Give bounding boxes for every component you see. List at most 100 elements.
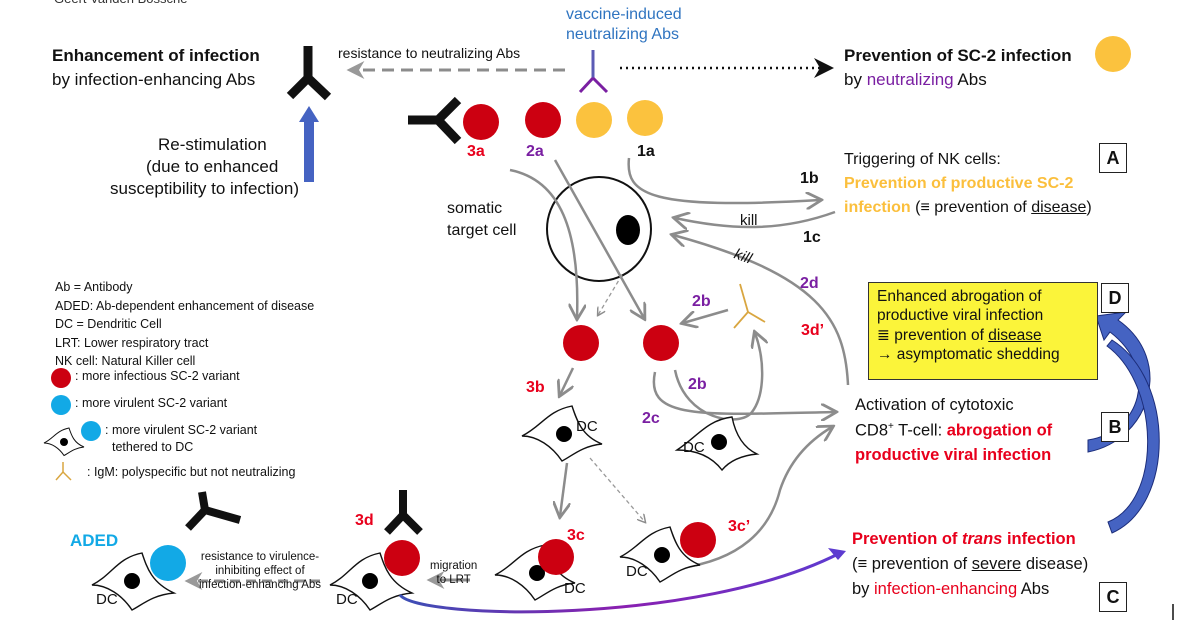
- restim-line-1: Re-stimulation: [158, 135, 267, 154]
- virion-3a: [463, 104, 499, 140]
- igm-icon: [733, 283, 766, 329]
- legend-igm: : IgM: polyspecific but not neutralizing: [87, 465, 296, 479]
- legend-infectious-icon: [51, 368, 71, 388]
- restimulation-arrow: [299, 106, 319, 182]
- dashed-arrow-cell: [598, 274, 623, 315]
- dc-aded: [91, 552, 177, 611]
- label-2b-top: 2b: [692, 293, 711, 310]
- arrow-2a: [553, 159, 644, 318]
- legend: Ab = Antibody ADED: Ab-dependent enhance…: [55, 278, 314, 371]
- panel-b-line-3: productive viral infection: [855, 446, 1052, 464]
- label-2d: 2d: [800, 275, 819, 292]
- restim-line-3: susceptibility to infection): [110, 179, 299, 198]
- virion-2b: [643, 325, 679, 361]
- virion-3c: [538, 539, 574, 575]
- virion-wt-1: [576, 102, 612, 138]
- dc-2c: [674, 416, 760, 472]
- dc-label-3b: DC: [576, 418, 598, 435]
- sideways-antibody-icon: [408, 96, 462, 145]
- label-2a: 2a: [526, 143, 544, 160]
- legend-tethered-2: tethered to DC: [112, 440, 194, 454]
- label-2b-bottom: 2b: [688, 376, 707, 393]
- legend-item: LRT: Lower respiratory tract: [55, 335, 209, 350]
- arrow-3c-prime: [679, 427, 832, 570]
- panel-b-line-2: CD8+ T-cell: abrogation of: [855, 421, 1053, 440]
- label-3d-prime: 3d’: [801, 322, 825, 339]
- dc-3d: [329, 552, 415, 611]
- virion-3b: [563, 325, 599, 361]
- dc-label-3d: DC: [336, 591, 358, 608]
- resistance-neutralizing-label: resistance to neutralizing Abs: [338, 45, 521, 61]
- antibody-3d-icon: [384, 490, 423, 535]
- panel-d-line-2: productive viral infection: [877, 307, 1044, 325]
- label-3c: 3c: [567, 527, 585, 544]
- legend-virulent-icon: [51, 395, 71, 415]
- prevention-subtitle: by neutralizing Abs: [844, 70, 987, 89]
- virion-prevention: [1095, 36, 1131, 72]
- arrow-3b: [560, 367, 575, 395]
- vaccine-label-1: vaccine-induced: [566, 6, 682, 23]
- enhancement-subtitle: by infection-enhancing Abs: [52, 70, 256, 89]
- panel-a-line-2: Prevention of productive SC-2: [844, 175, 1074, 192]
- legend-igm-icon: [55, 462, 72, 481]
- target-cell-nucleus: [616, 215, 640, 245]
- label-1b: 1b: [800, 170, 819, 187]
- dc-3c-prime: [619, 526, 701, 583]
- dc-3c: [494, 544, 576, 601]
- label-1c: 1c: [803, 229, 821, 246]
- somatic-label-1: somatic: [447, 200, 503, 217]
- panel-d-line-4: → asymptomatic shedding: [877, 346, 1060, 364]
- legend-item: NK cell: Natural Killer cell: [55, 354, 196, 368]
- panel-b-label: B: [1101, 412, 1129, 442]
- legend-item: ADED: Ab-dependent enhancement of diseas…: [55, 298, 315, 313]
- panel-d-label: D: [1101, 283, 1129, 313]
- enhancement-title: Enhancement of infection: [52, 46, 260, 65]
- dc-label-2c: DC: [683, 439, 705, 456]
- prevention-title: Prevention of SC-2 infection: [844, 46, 1072, 65]
- legend-tethered-1: : more virulent SC-2 variant: [105, 423, 258, 437]
- aded-label: ADED: [70, 531, 119, 550]
- legend-item: DC = Dendritic Cell: [55, 317, 162, 331]
- enhancing-antibody-icon: [286, 46, 332, 101]
- antibody-aded-icon: [185, 491, 242, 531]
- panel-c-label: C: [1099, 582, 1127, 612]
- restim-line-2: (due to enhanced: [146, 157, 279, 176]
- panel-b-line-1: Activation of cytotoxic: [855, 396, 1014, 414]
- virion-2a: [525, 102, 561, 138]
- somatic-target-cell: [546, 176, 652, 282]
- label-2c: 2c: [642, 410, 660, 427]
- panel-d-line-1: Enhanced abrogation of: [877, 288, 1042, 305]
- dc-label-aded: DC: [96, 591, 118, 608]
- arrow-2c: [652, 371, 835, 414]
- kill-label-1: kill: [740, 212, 758, 229]
- label-3c-prime: 3c’: [728, 518, 751, 535]
- panel-a-line-1: Triggering of NK cells:: [844, 151, 1001, 168]
- panel-d-box: Enhanced abrogation of productive viral …: [868, 282, 1098, 380]
- arrow-1b: [627, 157, 820, 203]
- legend-item: Ab = Antibody: [55, 280, 133, 294]
- author-name: Geert Vanden Bossche: [54, 0, 187, 7]
- panel-c-line-3: by infection-enhancing Abs: [852, 580, 1050, 598]
- arrow-3c: [560, 462, 567, 516]
- panel-a-box: A: [1099, 143, 1127, 173]
- virion-1a: [627, 100, 663, 136]
- dc-label-3c-prime: DC: [626, 563, 648, 580]
- panel-a-line-3: infection (≡ prevention of disease): [844, 199, 1092, 216]
- neutralizing-antibody-icon: [578, 50, 609, 94]
- label-1a: 1a: [637, 143, 655, 160]
- virion-3d: [384, 540, 420, 576]
- dashed-arrow-3c-prime: [589, 457, 645, 522]
- panel-c-line-2: (≡ prevention of severe disease): [852, 555, 1089, 573]
- vaccine-label-2: neutralizing Abs: [566, 26, 679, 43]
- arrow-1c: [675, 210, 836, 227]
- virion-3c-prime: [680, 522, 716, 558]
- label-3d: 3d: [355, 512, 374, 529]
- resist-virulence-label: resistance to virulence-inhibiting effec…: [198, 551, 322, 591]
- legend-tethered-icon: [43, 427, 85, 457]
- arrow-3a: [509, 168, 577, 318]
- label-3a: 3a: [467, 143, 485, 160]
- trans-infection-arrow: [398, 551, 841, 614]
